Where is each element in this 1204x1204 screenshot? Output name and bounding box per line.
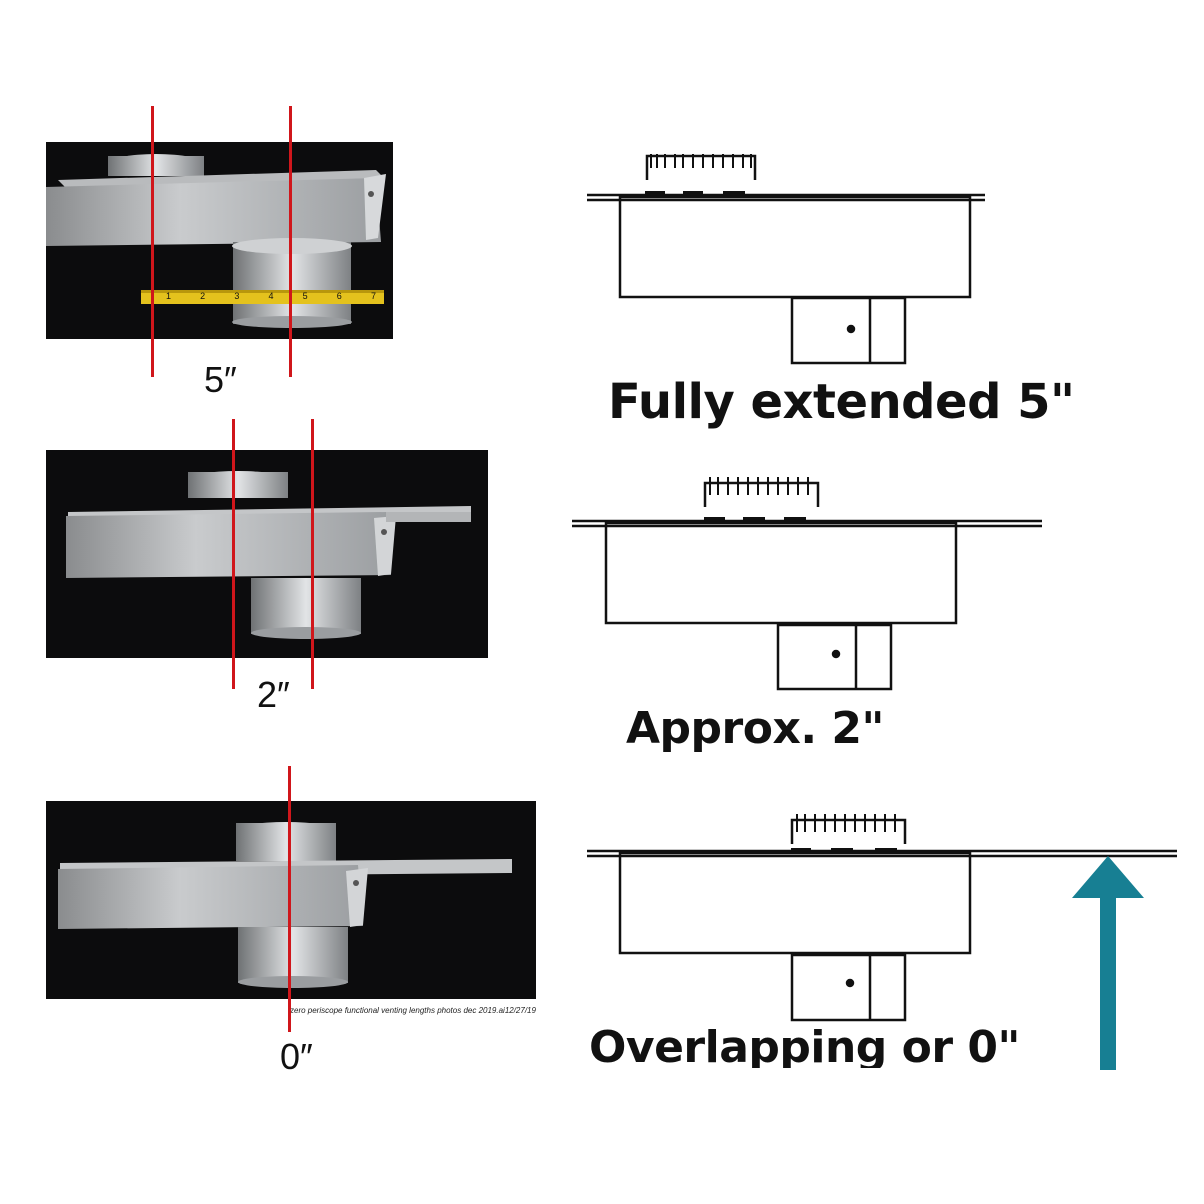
measure-line-right [311,419,314,689]
caption: Approx. 2" [626,703,884,754]
tape-number: 3 [234,291,240,301]
vent-photo-illustration [46,801,536,999]
photo-approx-2 [46,450,488,658]
measure-label: 0″ [280,1036,313,1077]
up-arrow-icon [1070,856,1146,1072]
caption: Overlapping or 0" [589,1026,1020,1068]
tape-number: 4 [268,291,274,301]
measure-label: 5″ [204,359,237,400]
measure-line-left [232,419,235,689]
tape-numbers: 1 2 3 4 5 6 7 [166,291,376,303]
tape-number: 1 [166,291,172,301]
photo-note: zero periscope functional venting length… [290,1006,536,1015]
tape-number: 5 [302,291,308,301]
measure-line-left [151,106,154,377]
measure-label: 2″ [257,674,290,715]
measure-line-right [289,106,292,377]
vent-diagram-fully-extended [585,140,995,370]
vent-photo-illustration [46,450,488,658]
caption: Fully extended 5" [608,374,1075,430]
tape-number: 6 [336,291,342,301]
tape-number: 2 [200,291,206,301]
vent-photo-illustration [46,142,393,339]
tape-number: 7 [370,291,376,301]
vent-diagram-approx-2 [570,465,1050,695]
photo-overlapping [46,801,536,999]
photo-fully-extended: 1 2 3 4 5 6 7 [46,142,393,339]
vent-diagram-overlapping [585,796,1185,1026]
measure-line-center [288,766,291,1032]
